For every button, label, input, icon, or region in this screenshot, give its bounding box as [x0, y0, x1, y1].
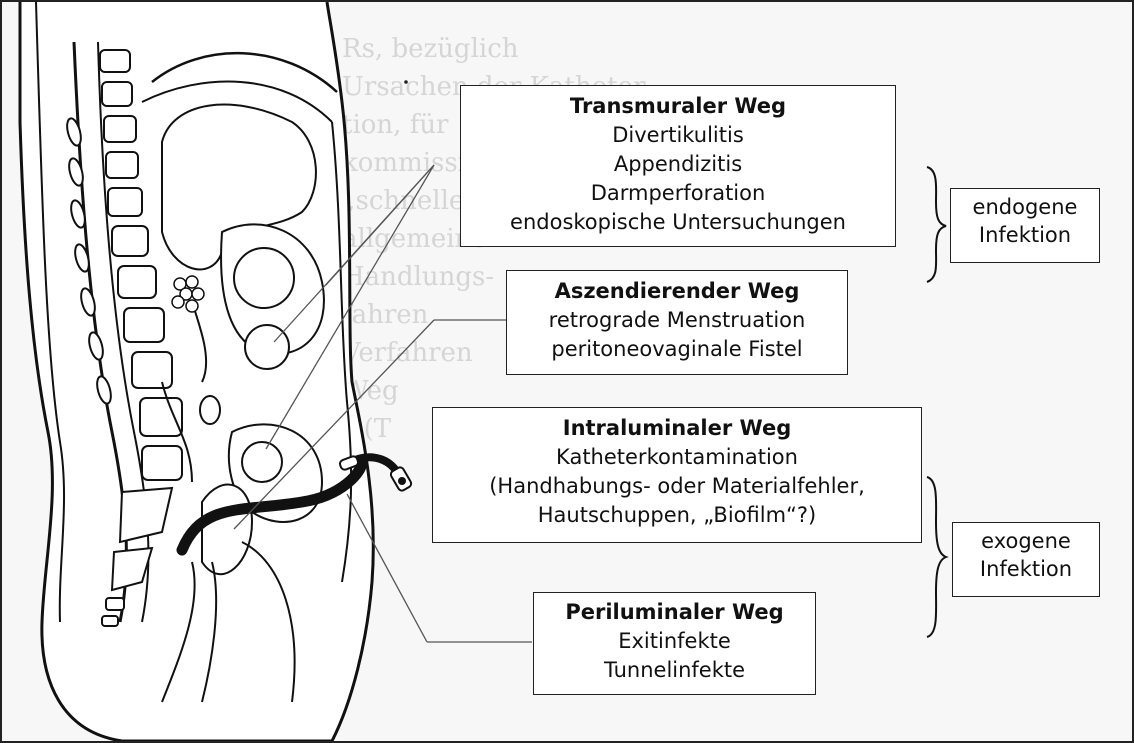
transmural-item: endoskopische Untersuchungen	[461, 208, 895, 237]
ascending-pathway-box: Aszendierender Weg retrograde Menstruati…	[506, 270, 848, 375]
transmural-pathway-box: Transmuraler Weg Divertikulitis Appendiz…	[460, 85, 896, 247]
ascending-title: Aszendierender Weg	[507, 277, 847, 306]
exogenous-label-line: Infektion	[953, 555, 1099, 583]
endogenous-infection-box: endogene Infektion	[950, 188, 1100, 263]
exogenous-brace	[927, 477, 946, 637]
periluminal-item: Tunnelinfekte	[534, 656, 815, 685]
intraluminal-item: (Handhabungs- oder Materialfehler,	[433, 472, 921, 501]
transmural-title: Transmuraler Weg	[461, 92, 895, 121]
transmural-item: Darmperforation	[461, 179, 895, 208]
intraluminal-item: Katheterkontamination	[433, 443, 921, 472]
exogenous-label-line: exogene	[953, 527, 1099, 555]
intraluminal-pathway-box: Intraluminaler Weg Katheterkontamination…	[432, 407, 922, 543]
transmural-item: Appendizitis	[461, 150, 895, 179]
endogenous-label-line: endogene	[951, 193, 1099, 221]
periluminal-title: Periluminaler Weg	[534, 598, 815, 627]
exogenous-infection-box: exogene Infektion	[952, 522, 1100, 597]
endogenous-brace	[927, 167, 946, 282]
periluminal-item: Exitinfekte	[534, 627, 815, 656]
ascending-item: peritoneovaginale Fistel	[507, 335, 847, 364]
periluminal-pathway-box: Periluminaler Weg Exitinfekte Tunnelinfe…	[533, 592, 816, 695]
intraluminal-title: Intraluminaler Weg	[433, 414, 921, 443]
ascending-item: retrograde Menstruation	[507, 306, 847, 335]
transmural-item: Divertikulitis	[461, 121, 895, 150]
intraluminal-item: Hautschuppen, „Biofilm“?)	[433, 501, 921, 530]
endogenous-label-line: Infektion	[951, 221, 1099, 249]
